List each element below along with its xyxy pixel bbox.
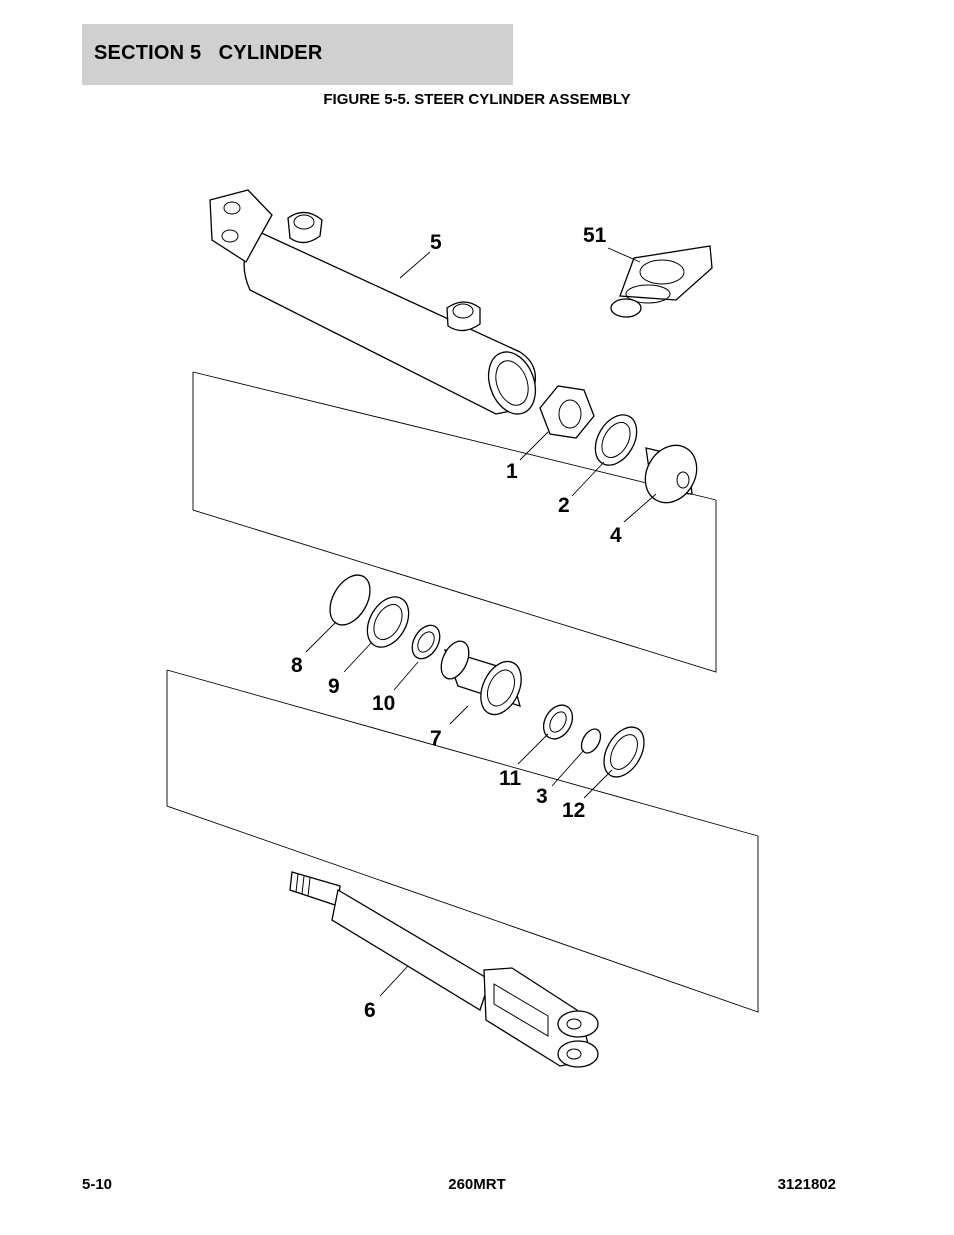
o-ring xyxy=(329,574,371,626)
footer-page-number: 5-10 xyxy=(82,1176,113,1193)
rod-guide xyxy=(440,640,522,716)
small-ring xyxy=(411,624,441,660)
callout-10: 10 xyxy=(372,692,395,715)
wear-ring xyxy=(594,414,638,466)
callout-1: 1 xyxy=(506,460,518,483)
footer-doc-number: 3121802 xyxy=(777,1176,836,1193)
nut xyxy=(539,385,595,439)
callout-51: 51 xyxy=(583,224,607,247)
callout-8: 8 xyxy=(291,654,303,677)
callout-5: 5 xyxy=(430,231,442,254)
callout-6: 6 xyxy=(364,999,376,1022)
rod-seal xyxy=(542,704,574,740)
seal-kit-bag xyxy=(610,245,713,318)
figure-title: FIGURE 5-5. STEER CYLINDER ASSEMBLY xyxy=(323,91,631,108)
back-up-ring xyxy=(366,596,410,648)
footer-model: 260MRT xyxy=(448,1176,506,1193)
callout-9: 9 xyxy=(328,675,340,698)
lower-exploded-frame xyxy=(166,669,759,1013)
callout-11: 11 xyxy=(499,767,522,790)
upper-exploded-frame xyxy=(192,371,717,673)
callout-3: 3 xyxy=(536,785,548,808)
cylinder-rod xyxy=(289,871,599,1068)
wiper xyxy=(603,726,645,778)
callout-7: 7 xyxy=(430,727,442,750)
callout-2: 2 xyxy=(558,494,570,517)
cylinder-barrel xyxy=(209,189,537,415)
piston xyxy=(644,444,698,504)
callout-4: 4 xyxy=(610,524,622,547)
section-header: SECTION 5 CYLINDER xyxy=(82,24,513,85)
leader-lines xyxy=(305,247,657,997)
section-title: SECTION 5 CYLINDER xyxy=(94,42,323,64)
callout-12: 12 xyxy=(562,799,585,822)
snap-ring xyxy=(580,728,602,754)
